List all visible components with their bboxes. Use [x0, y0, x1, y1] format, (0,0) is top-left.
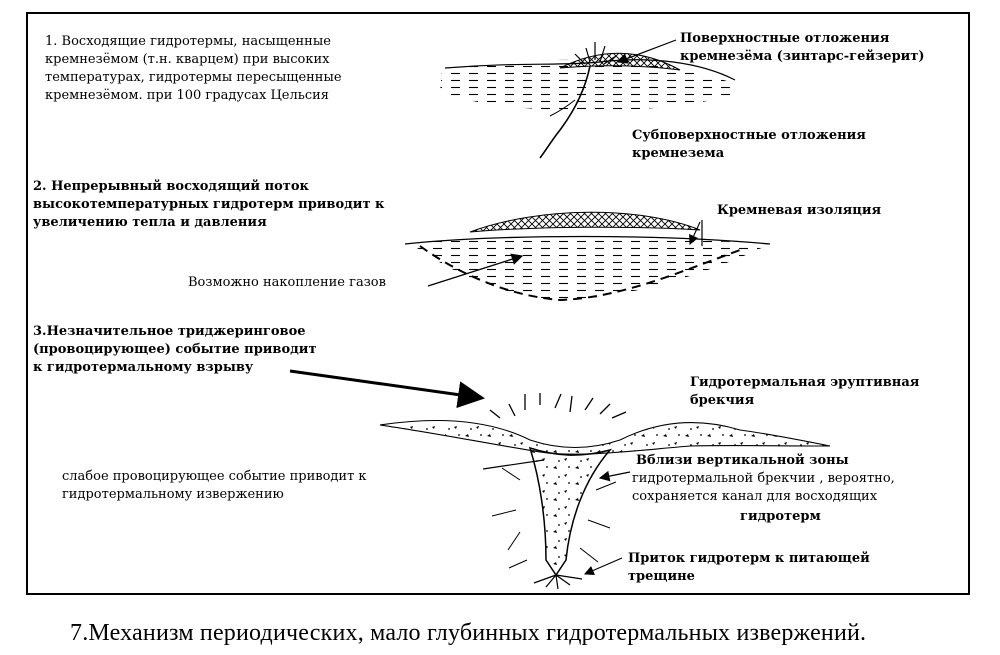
stage-3-right-fractures: [579, 481, 617, 563]
diagram-frame: [26, 12, 970, 595]
stage-1-sediment-body: [440, 59, 738, 111]
stage-1-drawing: [440, 39, 738, 159]
stage-2-sediment-body: [410, 237, 770, 300]
surface-deposits-label: Поверхностные отложения кремнезёма (зинт…: [680, 31, 925, 64]
weak-event-label: слабое провоцирующее событие приводит к …: [62, 469, 367, 502]
eruptive-breccia-label: Гидротермальная эруптивная брекчия: [690, 375, 920, 408]
gas-accumulation-label: Возможно накопление газов: [188, 275, 386, 290]
vertical-zone-label-3: гидротерм: [740, 509, 821, 524]
stage-3-spray: [489, 393, 627, 419]
vertical-zone-label-2: гидротермальной брекчии , вероятно, сохр…: [632, 471, 895, 504]
stage-3-left-fractures: [491, 467, 528, 569]
stage-3-breccia-pipe: [528, 446, 613, 577]
stage-3-ejecta-layer: [379, 419, 831, 455]
vertical-zone-label-1: Вблизи вертикальной зоны: [636, 453, 849, 468]
stage-2-hatched-cap: [469, 211, 701, 233]
stage-2-drawing: [404, 211, 771, 302]
subsurface-deposits-label: Субповерхностные отложения кремнезема: [632, 128, 866, 161]
stage-3-drawing: [289, 369, 831, 590]
stage-2-text: 2. Непрерывный восходящий поток высокоте…: [33, 179, 385, 230]
inflow-label: Приток гидротерм к питающей трещине: [628, 551, 870, 584]
figure-caption: 7.Механизм периодических, мало глубинных…: [70, 620, 867, 646]
stage-3-root-cracks: [533, 574, 583, 590]
silica-seal-label: Кремневая изоляция: [717, 203, 882, 218]
stage-1-feeder-crack: [539, 65, 591, 159]
stage-1-spray: [574, 42, 617, 65]
stage-3-text: 3.Незначительное триджеринговое (провоци…: [33, 324, 317, 375]
stage-2-gas-boundary: [419, 245, 741, 302]
stage-1-text: 1. Восходящие гидротермы, насыщенные кре…: [45, 34, 342, 103]
